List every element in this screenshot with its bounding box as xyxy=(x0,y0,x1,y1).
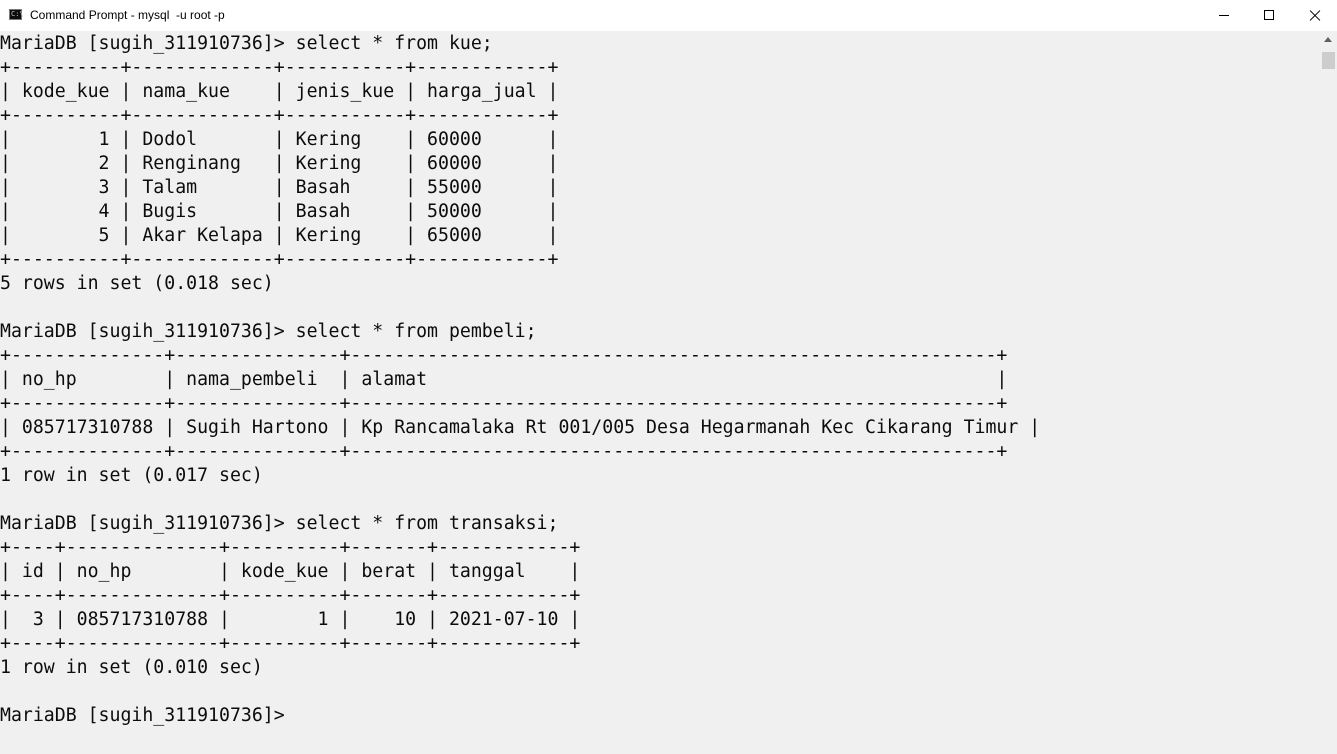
console-lines: MariaDB [sugih_311910736]> select * from… xyxy=(0,32,1040,728)
console-line: +--------------+---------------+--------… xyxy=(0,441,1008,462)
scrollbar-thumb[interactable] xyxy=(1322,52,1335,69)
console-line: +----+--------------+----------+-------+… xyxy=(0,585,581,606)
console-line: 5 rows in set (0.018 sec) xyxy=(0,273,274,294)
console-line: +----+--------------+----------+-------+… xyxy=(0,537,581,558)
console-line: | id | no_hp | kode_kue | berat | tangga… xyxy=(0,561,581,582)
close-button[interactable] xyxy=(1291,0,1337,31)
console-line: | 4 | Bugis | Basah | 50000 | xyxy=(0,201,559,222)
minimize-button[interactable] xyxy=(1201,0,1247,31)
console-line: | 1 | Dodol | Kering | 60000 | xyxy=(0,129,559,150)
console-line xyxy=(0,488,1040,512)
title-bar[interactable]: C:\ Command Prompt - mysql -u root -p xyxy=(0,0,1337,31)
console-line: | 085717310788 | Sugih Hartono | Kp Ranc… xyxy=(0,417,1041,438)
cmd-icon-label: C:\ xyxy=(11,10,24,18)
maximize-button[interactable] xyxy=(1247,0,1293,31)
console-line: MariaDB [sugih_311910736]> select * from… xyxy=(0,513,559,534)
console-line: MariaDB [sugih_311910736]> xyxy=(0,705,285,726)
console-line: | 3 | Talam | Basah | 55000 | xyxy=(0,177,559,198)
scroll-up-arrow-icon[interactable] xyxy=(1320,31,1337,48)
console-line xyxy=(0,296,1040,320)
console-line: +----+--------------+----------+-------+… xyxy=(0,633,581,654)
console-line: 1 row in set (0.017 sec) xyxy=(0,465,263,486)
console-line: +--------------+---------------+--------… xyxy=(0,393,1008,414)
console-line: | no_hp | nama_pembeli | alamat | xyxy=(0,369,1008,390)
console-line xyxy=(0,680,1040,704)
console-line: +--------------+---------------+--------… xyxy=(0,345,1008,366)
console-line: MariaDB [sugih_311910736]> select * from… xyxy=(0,321,537,342)
console-output[interactable]: MariaDB [sugih_311910736]> select * from… xyxy=(0,31,1320,754)
console-line: 1 row in set (0.010 sec) xyxy=(0,657,263,678)
console-line: | 5 | Akar Kelapa | Kering | 65000 | xyxy=(0,225,559,246)
cmd-icon[interactable]: C:\ xyxy=(9,9,24,20)
maximize-icon xyxy=(1264,10,1274,20)
console-line: +----------+-------------+-----------+--… xyxy=(0,249,559,270)
console-line: | 3 | 085717310788 | 1 | 10 | 2021-07-10… xyxy=(0,609,581,630)
console-line: +----------+-------------+-----------+--… xyxy=(0,57,559,78)
console-line: MariaDB [sugih_311910736]> select * from… xyxy=(0,33,493,54)
minimize-icon xyxy=(1219,15,1229,16)
console-line: +----------+-------------+-----------+--… xyxy=(0,105,559,126)
console-line: | 2 | Renginang | Kering | 60000 | xyxy=(0,153,559,174)
console-line: | kode_kue | nama_kue | jenis_kue | harg… xyxy=(0,81,559,102)
window-title: Command Prompt - mysql -u root -p xyxy=(30,8,225,22)
vertical-scrollbar[interactable] xyxy=(1320,31,1337,754)
